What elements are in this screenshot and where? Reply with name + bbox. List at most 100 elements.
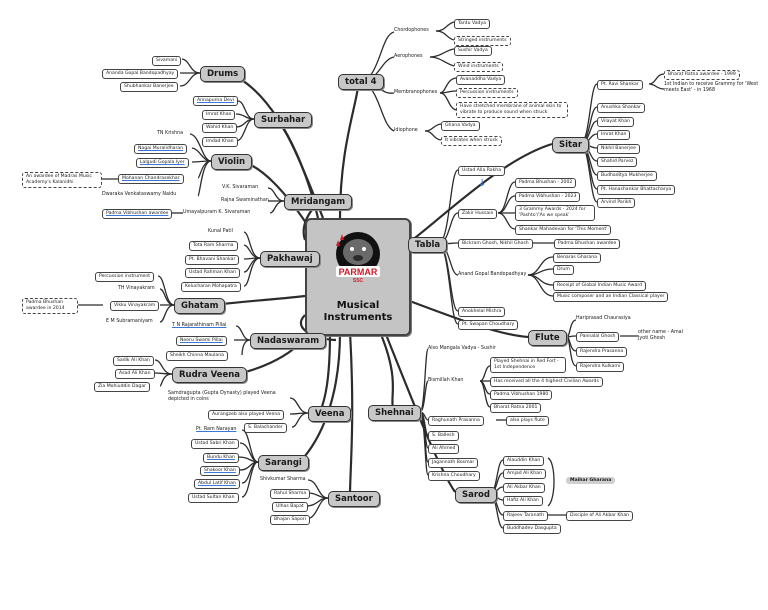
leaf: Vilayat Khan <box>597 117 634 127</box>
leaf: Sadik Ali Khan <box>113 356 154 366</box>
leaf: Ustad Sultan Khan <box>188 493 239 503</box>
leaf: Lalgudi Gopala Iyer <box>136 158 189 168</box>
leaf: Ustad Alla Rakha <box>458 166 506 176</box>
leaf: Percussion instruments <box>456 88 518 98</box>
leaf: Pt. Swapan Choudhary <box>458 320 519 330</box>
leaf: Wahid Khan <box>202 123 238 133</box>
cat-aerophones: Aerophones <box>394 54 423 59</box>
leaf: Anand Gopal Bandopadhyay <box>458 272 527 277</box>
leaf: Kunal Patil <box>208 229 233 234</box>
leaf: Mohanan Chandrasekhar <box>118 174 184 184</box>
note: Padma Bhushan awardee in 2014 <box>22 298 78 314</box>
leaf: Nagai Muralidharan <box>134 144 188 154</box>
leaf: Rajendra Kulkarni <box>576 362 625 372</box>
leaf: Shakoor Khan <box>200 466 240 476</box>
leaf: Receipt of Global Indian Music Award <box>553 281 647 291</box>
leaf: Amjad Ali Khan <box>503 469 546 479</box>
note: other name - Amal Jyoti Ghosh <box>638 330 683 341</box>
leaf: Sivamani <box>152 56 182 66</box>
leaf: TH Vinayakram <box>118 286 155 291</box>
branch-ghatam: Ghatam <box>174 298 226 314</box>
leaf: Arvind Parikh <box>597 198 636 208</box>
leaf: Ali Akbar Khan <box>503 483 545 493</box>
leaf: TN Krishna <box>157 131 184 136</box>
leaf: Ali Ahmed <box>428 444 460 454</box>
leaf: Pt. Bhavani Shankar <box>185 255 240 265</box>
leaf: Pannalal Ghosh <box>576 332 620 342</box>
cat-membranophones: Membranophones <box>394 90 438 95</box>
center-title: Musical Instruments <box>323 300 393 323</box>
leaf: Abdul Latif Khan <box>194 479 240 489</box>
branch-violin: Violin <box>211 154 253 170</box>
leaf: T N Rajarathinam Pillai <box>172 323 227 328</box>
leaf: It vibrates when struck <box>441 136 502 146</box>
leaf: Padma Vibhushan awardee <box>102 209 173 219</box>
leaf: Shankar Mahadevan for 'This Moment' <box>515 225 612 235</box>
leaf: Padma Vibhushan 1980 <box>490 390 553 400</box>
leaf: Bharat Ratna 2001 <box>490 403 542 413</box>
branch-nadaswaram: Nadaswaram <box>250 333 327 349</box>
leaf: Avanaddha Vadya <box>456 75 506 85</box>
cat-idiophone: Idiophone <box>394 128 418 133</box>
center-node: PARMAR SSC Musical Instruments <box>305 218 411 336</box>
logo-sub: SSC <box>353 278 364 284</box>
leaf: Imrat Khan <box>597 130 631 140</box>
leaf: Padma Bhushan - 2002 <box>515 178 577 188</box>
leaf: Asad Ali Khan <box>115 369 155 379</box>
leaf: Budhaditya Mukherjee <box>597 171 657 181</box>
leaf: Samdragupta (Gupta Dynasty) played Veena… <box>168 391 276 402</box>
branch-veena: Veena <box>308 406 352 422</box>
leaf: Anushka Shankar <box>597 103 645 113</box>
branch-rudra-veena: Rudra Veena <box>172 367 247 383</box>
leaf: E M Subramaniyam <box>106 319 153 324</box>
leaf: Imdad Khan <box>202 137 238 147</box>
leaf: Ananda Gopal Bandopadhyay <box>102 69 179 79</box>
leaf: Tota Ram Sharma <box>189 241 238 251</box>
leaf: Nikhil Banerjee <box>597 144 640 154</box>
branch-pakhawaj: Pakhawaj <box>260 251 320 267</box>
down-arrow-icon: ↓ <box>478 178 487 189</box>
leaf: Shivkumar Sharma <box>260 477 306 482</box>
leaf: Aurangzeb also played Veena <box>208 410 285 420</box>
leaf: Annapurna Devi <box>193 96 238 106</box>
note: An awardee of Madras Music Academy's Kal… <box>22 172 102 188</box>
leaf: Stringed instruments <box>454 36 511 46</box>
leaf: Imrat Khan <box>202 110 236 120</box>
leaf: Pt. Ram Narayan <box>196 427 237 432</box>
leaf: Anokhelal Mishra <box>458 307 506 317</box>
leaf: Zia Mohiuddin Dagar <box>94 382 151 392</box>
leaf: Rajendra Prasanna <box>576 347 628 357</box>
note: Disciple of Ali Akbar Khan <box>566 511 634 521</box>
leaf: V.K. Sivaraman <box>222 185 259 190</box>
logo-text: PARMAR <box>339 267 378 277</box>
leaf: Wind instruments <box>454 62 503 72</box>
branch-tabla: Tabla <box>408 237 448 253</box>
leaf: Neeru Swami Pillai <box>176 336 227 346</box>
leaf: Shubhankar Banerjee <box>120 82 178 92</box>
branch-santoor: Santoor <box>328 491 380 507</box>
gharana-badge: Maihar Gharana <box>566 477 616 484</box>
leaf: Rahul Sharma <box>270 489 311 499</box>
note: 1st Indian to receive Grammy for 'West m… <box>664 82 759 93</box>
parmar-logo-icon: PARMAR SSC <box>336 232 380 284</box>
leaf: Has received all the 4 highest Civilian … <box>490 377 603 387</box>
leaf: Drum <box>553 265 574 275</box>
leaf: Hafiz Ali Khan <box>503 496 543 506</box>
leaf: Also Mangala Vadya - Sushir <box>428 346 496 351</box>
leaf: Padma Vibhushan - 2023 <box>515 192 581 202</box>
leaf: Raghunath Prasanna <box>428 416 484 426</box>
leaf: Rajeev Taranath <box>503 511 549 521</box>
leaf: Ghana Vadya <box>441 121 480 131</box>
branch-flute: Flute <box>528 330 567 346</box>
branch-surbahar: Surbahar <box>254 112 313 128</box>
leaf: Vikku Vinayakram <box>110 301 160 311</box>
branch-drums: Drums <box>200 66 246 82</box>
leaf: Sheikh Chinna Maulana <box>166 351 228 361</box>
leaf: Alauddin Khan <box>503 456 545 466</box>
leaf: Ulhas Bapat <box>272 502 308 512</box>
branch-mridangam: Mridangam <box>284 194 353 210</box>
leaf: also plays flute <box>506 416 549 426</box>
leaf: Rajna Swaminathan <box>221 198 269 203</box>
leaf: Padma Bhushan awardee <box>554 239 621 249</box>
